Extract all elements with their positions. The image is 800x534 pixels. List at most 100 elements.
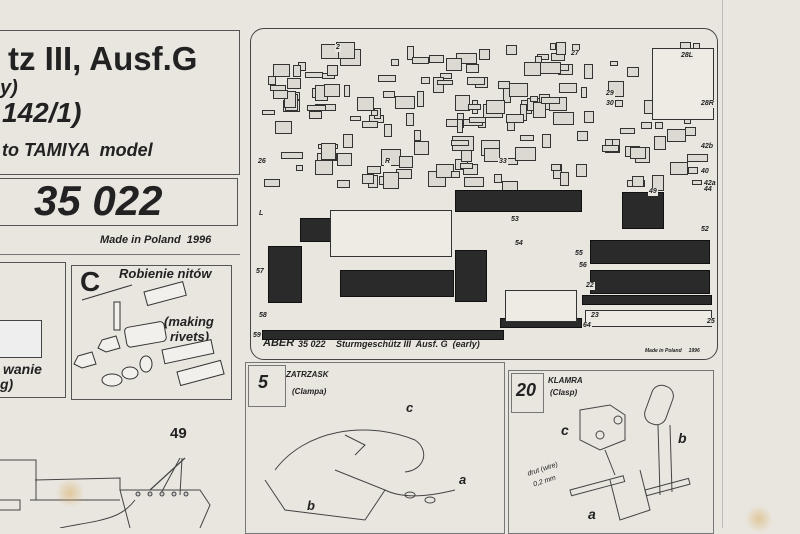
- fret-part: [669, 162, 688, 176]
- fret-part: [520, 134, 534, 141]
- fret-part: [342, 134, 353, 148]
- hull-diagram: [0, 457, 211, 528]
- fret-mesh-part: [300, 218, 332, 242]
- fret-part: [584, 110, 594, 124]
- fret-part-label: 58: [258, 312, 268, 320]
- catalog-number: 35 022: [34, 177, 163, 224]
- step-c-subtitle-2: rivets): [170, 329, 210, 344]
- fret-part: [280, 152, 303, 159]
- clamp-drawing: [264, 429, 456, 521]
- fret-part: [390, 59, 399, 67]
- fret-part: [309, 111, 322, 120]
- fret-part: [284, 91, 296, 108]
- rivet-making-drawing: [73, 281, 225, 387]
- fret-part: [343, 84, 351, 97]
- fret-part-label: R: [384, 158, 392, 166]
- fret-part: [601, 145, 619, 152]
- step-5-label-c: c: [406, 400, 414, 415]
- right-margin-line: [722, 0, 723, 528]
- fret-part: [691, 179, 703, 186]
- fret-part: [446, 58, 462, 71]
- fret-part: [484, 148, 500, 163]
- step-c-box: [71, 265, 232, 400]
- clasp-drawing: [569, 384, 691, 521]
- fret-part: [540, 97, 561, 104]
- fret-part: [327, 65, 338, 77]
- fret-part: [440, 73, 453, 79]
- fret-mesh-part: [590, 240, 710, 264]
- fret-mesh-part: [455, 250, 487, 302]
- fret-part-label: 26: [257, 158, 267, 166]
- fret-part: [653, 136, 666, 150]
- fret-part: [367, 165, 381, 174]
- fret-part: [456, 118, 464, 134]
- step-20-label-b: b: [678, 430, 687, 446]
- fret-part-label: 22: [585, 282, 595, 290]
- fret-part: [399, 156, 413, 168]
- fret-plate: [330, 210, 452, 257]
- step-5-number-box: [248, 365, 286, 407]
- step-5-label-b: b: [307, 498, 315, 513]
- catalog-number-box: [0, 178, 238, 226]
- fret-part-label: 29: [605, 90, 615, 98]
- fret-plate: [505, 290, 577, 322]
- fret-part: [394, 96, 416, 110]
- fret-part: [505, 114, 525, 124]
- fret-name: Sturmgeschütz III Ausf. G (early): [336, 339, 480, 349]
- fret-part: [468, 103, 481, 111]
- step-5-number: 5: [258, 372, 269, 392]
- fret-part: [361, 121, 378, 128]
- fret-part: [549, 43, 557, 51]
- fret-part: [687, 153, 708, 162]
- fret-part: [469, 116, 487, 124]
- step-b-label-2: g): [0, 376, 14, 392]
- fret-number: 35 022: [298, 339, 326, 349]
- step-20-label-a: a: [588, 506, 596, 522]
- fret-part: [406, 113, 414, 126]
- fret-part: [652, 174, 665, 192]
- fret-plate-28: [652, 48, 714, 120]
- fret-part: [383, 91, 395, 99]
- fret-mesh-part: [582, 295, 712, 305]
- fret-part: [641, 121, 653, 129]
- fret-part: [272, 63, 291, 77]
- fret-part: [627, 66, 639, 77]
- fret-part: [459, 162, 473, 169]
- fret-part-label: 52: [700, 226, 710, 234]
- fret-part: [295, 165, 304, 172]
- fret-strip: [585, 310, 712, 327]
- fret-part: [420, 77, 431, 85]
- fret-part: [293, 64, 301, 77]
- fret-part: [515, 147, 536, 161]
- fret-part: [262, 110, 276, 116]
- fret-part: [350, 115, 362, 122]
- step-b-label-1: wanie: [3, 361, 42, 377]
- fret-part-label: 59: [252, 332, 262, 340]
- fret-part-label: 2: [335, 44, 341, 52]
- fret-mesh-part: [262, 330, 504, 340]
- step-5-title: ZATRZASK: [286, 370, 329, 379]
- fret-part-label: 44: [703, 186, 713, 194]
- fret-part: [486, 99, 506, 115]
- fret-part: [584, 64, 593, 80]
- fret-part: [336, 179, 351, 188]
- title-line-3: 142/1): [2, 97, 82, 128]
- fret-part: [559, 172, 569, 187]
- fret-part: [631, 175, 645, 187]
- step-5-label-a: a: [459, 472, 467, 487]
- fret-made-in: Made in Poland 1996: [645, 348, 700, 354]
- fret-mesh-part: [622, 192, 664, 229]
- fret-part: [465, 63, 480, 73]
- fret-part-label: 53: [510, 216, 520, 224]
- fret-part: [666, 128, 686, 143]
- step-b-box: [0, 262, 66, 398]
- step-20-label-c: c: [561, 422, 569, 438]
- fret-part: [479, 49, 490, 61]
- fret-part: [432, 76, 444, 93]
- fret-part: [540, 62, 561, 74]
- fret-part: [286, 77, 301, 90]
- fret-part: [378, 75, 397, 82]
- fret-part: [356, 97, 374, 111]
- fret-part: [383, 123, 392, 138]
- step-20-title: KLAMRA: [548, 376, 583, 385]
